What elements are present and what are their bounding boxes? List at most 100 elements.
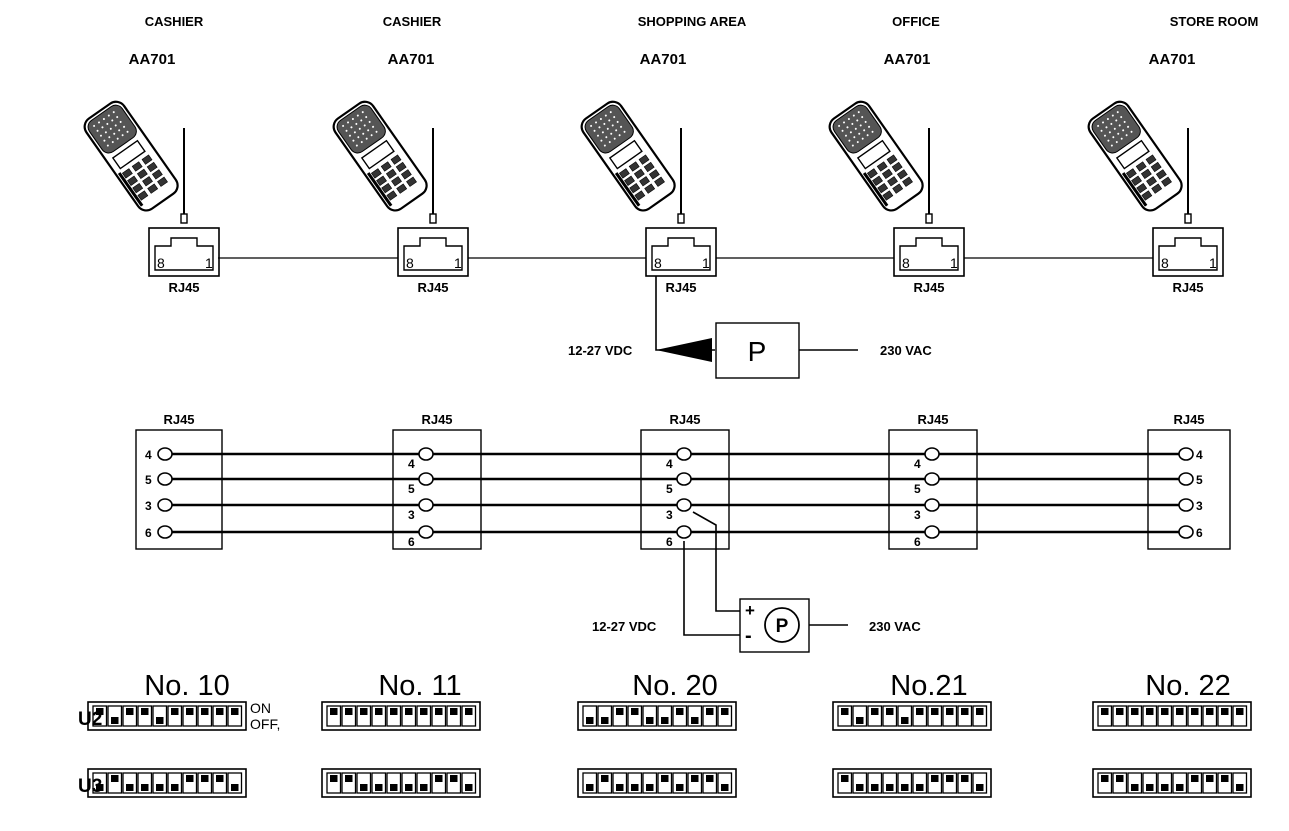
terminal-pin xyxy=(418,472,434,486)
dip-switch xyxy=(386,705,402,727)
dip-switch xyxy=(657,772,673,794)
dip-switch-u2 xyxy=(321,701,481,731)
pin-number: 4 xyxy=(1196,448,1203,462)
station-location: CASHIER xyxy=(383,14,442,29)
row-label-u2: U2 xyxy=(78,709,102,730)
pin-number: 5 xyxy=(408,482,415,496)
dip-switch xyxy=(1202,705,1218,727)
pin-number: 4 xyxy=(145,448,152,462)
pin-1-label: 1 xyxy=(205,255,213,271)
dip-switch xyxy=(197,772,213,794)
terminal-pin xyxy=(924,447,940,461)
pin-1-label: 1 xyxy=(1209,255,1217,271)
dip-switch xyxy=(672,772,688,794)
dip-switch xyxy=(912,705,928,727)
dip-setting-title: No. 11 xyxy=(378,670,461,702)
dip-switch xyxy=(972,705,988,727)
dip-switch xyxy=(401,772,417,794)
row-label-u3: U3 xyxy=(78,776,102,797)
dip-switch xyxy=(371,772,387,794)
dip-switch xyxy=(852,772,868,794)
dip-switch xyxy=(837,705,853,727)
dip-switch xyxy=(431,772,447,794)
dip-switch xyxy=(326,772,342,794)
dip-switch-u3 xyxy=(577,768,737,798)
dip-switch xyxy=(882,705,898,727)
dip-switch xyxy=(416,705,432,727)
dip-switch xyxy=(431,705,447,727)
intercom-microphone-icon xyxy=(1083,96,1187,216)
terminal-header: RJ45 xyxy=(917,412,948,427)
pin-number: 3 xyxy=(666,508,673,522)
dip-switch xyxy=(446,772,462,794)
intercom-microphone-icon xyxy=(576,96,680,216)
terminal-pin xyxy=(676,498,692,512)
dip-switch xyxy=(927,705,943,727)
dip-switch xyxy=(1127,772,1143,794)
dip-switch xyxy=(612,705,628,727)
dip-switch xyxy=(837,772,853,794)
pin-number: 3 xyxy=(408,508,415,522)
dip-switch xyxy=(612,772,628,794)
dip-switch xyxy=(122,705,138,727)
pin-number: 3 xyxy=(914,508,921,522)
dip-switch xyxy=(1127,705,1143,727)
dc-voltage-label: 12-27 VDC xyxy=(568,343,633,358)
terminal-pin xyxy=(418,498,434,512)
minus-label: - xyxy=(745,625,752,647)
dip-switch-u2 xyxy=(1092,701,1252,731)
dip-switch xyxy=(672,705,688,727)
dc-voltage-label: 12-27 VDC xyxy=(592,619,657,634)
dip-switch xyxy=(167,772,183,794)
power-arrow-icon xyxy=(656,338,712,362)
dip-switch xyxy=(882,772,898,794)
dip-switch xyxy=(167,705,183,727)
pin-number: 6 xyxy=(666,535,673,549)
dip-switch xyxy=(107,772,123,794)
dip-switch xyxy=(227,772,243,794)
dip-switch xyxy=(642,772,658,794)
dip-switch xyxy=(657,705,673,727)
station-model: AA701 xyxy=(129,51,176,68)
dip-switch xyxy=(1112,705,1128,727)
dip-switch xyxy=(867,705,883,727)
dip-switch xyxy=(957,705,973,727)
dip-switch xyxy=(957,772,973,794)
station-model: AA701 xyxy=(388,51,435,68)
dip-switch xyxy=(627,705,643,727)
dip-switch xyxy=(1232,705,1248,727)
on-label: ON xyxy=(250,700,271,716)
pin-number: 4 xyxy=(666,457,673,471)
connector-label: RJ45 xyxy=(1172,280,1203,295)
terminal-pin xyxy=(676,472,692,486)
dip-switch xyxy=(1157,772,1173,794)
dip-switch xyxy=(152,705,168,727)
dip-switch xyxy=(687,772,703,794)
off-label: OFF, xyxy=(250,716,280,732)
dip-setting-title: No. 10 xyxy=(144,670,229,702)
dip-switch xyxy=(356,772,372,794)
dip-switch xyxy=(942,705,958,727)
dip-switch-u3 xyxy=(832,768,992,798)
terminal-pin xyxy=(676,525,692,539)
ac-voltage-label: 230 VAC xyxy=(869,619,921,634)
dip-switch xyxy=(182,772,198,794)
terminal-pin xyxy=(1178,447,1194,461)
pin-number: 4 xyxy=(914,457,921,471)
dip-switch xyxy=(182,705,198,727)
dip-switch xyxy=(371,705,387,727)
dip-switch xyxy=(212,772,228,794)
station-model: AA701 xyxy=(884,51,931,68)
terminal-pin xyxy=(924,525,940,539)
station-location: STORE ROOM xyxy=(1170,14,1259,29)
dip-switch xyxy=(1112,772,1128,794)
pin-8-label: 8 xyxy=(902,255,910,271)
